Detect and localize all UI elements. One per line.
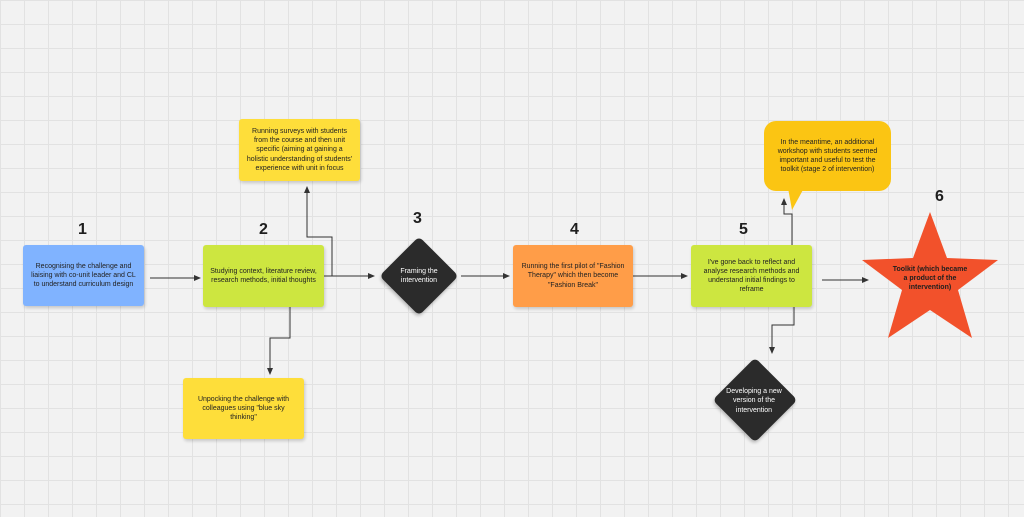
step-number-2: 2 <box>259 221 268 238</box>
star-shape <box>862 212 998 338</box>
node-additional-workshop[interactable]: In the meantime, an additional workshop … <box>764 121 891 191</box>
node-framing-intervention[interactable]: Framing the intervention <box>376 236 462 316</box>
arrow-2-to-unpacking[interactable] <box>267 307 291 375</box>
node-toolkit[interactable]: Toolkit (which became a product of the i… <box>892 266 968 292</box>
node-reflect-analyse[interactable]: I've gone back to reflect and analyse re… <box>691 245 812 307</box>
step-number-1: 1 <box>78 221 87 238</box>
arrow-5-to-developing[interactable] <box>769 307 795 354</box>
arrow-2-to-surveys[interactable] <box>304 186 333 276</box>
arrow-5-to-workshop[interactable] <box>781 198 793 245</box>
node-developing-label: Developing a new version of the interven… <box>726 388 782 414</box>
step-number-4: 4 <box>570 221 579 238</box>
step-number-3: 3 <box>413 210 422 227</box>
node-developing-new-version[interactable]: Developing a new version of the interven… <box>704 354 804 444</box>
step-number-6: 6 <box>935 188 944 205</box>
node-studying-context[interactable]: Studying context, literature review, res… <box>203 245 324 307</box>
node-framing-label: Framing the intervention <box>400 267 438 284</box>
speech-bubble-tail <box>788 188 804 210</box>
node-running-surveys[interactable]: Running surveys with students from the c… <box>239 119 360 181</box>
node-first-pilot[interactable]: Running the first pilot of "Fashion Ther… <box>513 245 633 307</box>
node-recognising-challenge[interactable]: Recognising the challenge and liaising w… <box>23 245 144 306</box>
node-unpacking-challenge[interactable]: Unpocking the challenge with colleagues … <box>183 378 304 439</box>
step-number-5: 5 <box>739 221 748 238</box>
